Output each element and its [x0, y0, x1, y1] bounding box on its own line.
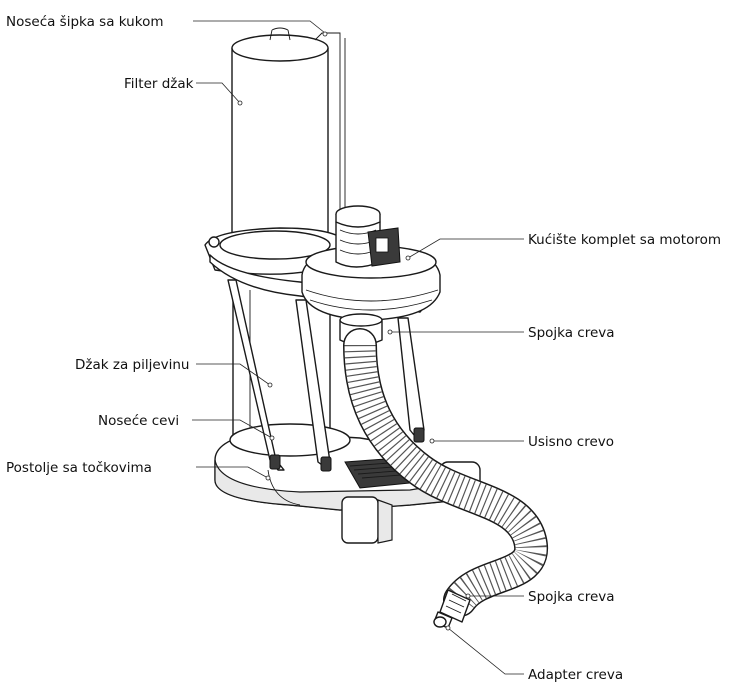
suction-hose [343, 328, 548, 617]
label-motor-housing: Kućište komplet sa motorom [528, 232, 721, 248]
support-rod [314, 32, 346, 210]
motor-housing [301, 205, 441, 346]
leader-lines [192, 20, 524, 675]
label-support-tubes: Noseće cevi [98, 413, 179, 429]
label-support-rod: Noseća šipka sa kukom [6, 14, 164, 30]
label-filter-bag: Filter džak [124, 76, 194, 92]
filter-bag [231, 27, 329, 248]
hose-coupling [433, 589, 471, 629]
label-hose-coupling-top: Spojka creva [528, 325, 615, 341]
label-suction-hose: Usisno crevo [528, 434, 614, 450]
label-sawdust-bag: Džak za piljevinu [75, 357, 190, 373]
label-wheeled-base: Postolje sa točkovima [6, 460, 152, 476]
label-hose-adapter: Adapter creva [528, 667, 623, 683]
label-hose-coupling-bottom: Spojka creva [528, 589, 615, 605]
